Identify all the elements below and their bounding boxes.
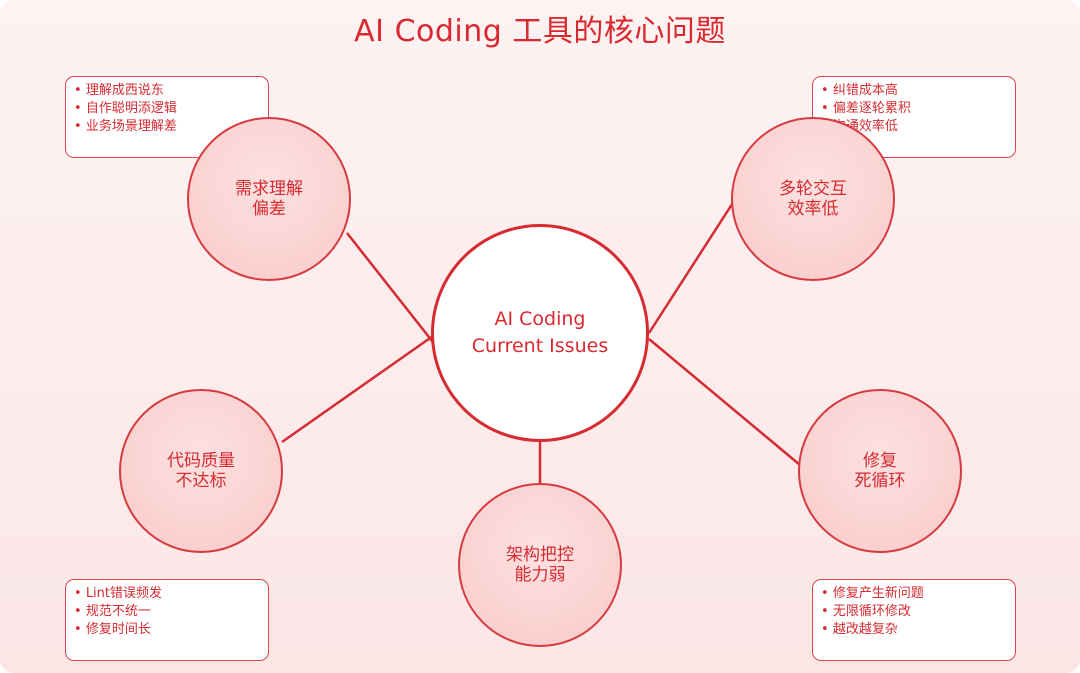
note-item: Lint错误频发: [74, 585, 260, 603]
note-loop: 修复产生新问题 无限循环修改 越改越复杂: [812, 579, 1016, 661]
node-requirements: 需求理解 偏差: [187, 117, 351, 281]
diagram-title: AI Coding 工具的核心问题: [354, 14, 726, 49]
node-architecture: 架构把控 能力弱: [458, 483, 622, 647]
node-label: 多轮交互: [779, 179, 847, 199]
note-item: 修复产生新问题: [821, 585, 1007, 603]
note-item: 自作聪明添逻辑: [74, 100, 260, 118]
node-label: 偏差: [252, 199, 286, 219]
note-item: 无限循环修改: [821, 603, 1007, 621]
node-label: 不达标: [175, 471, 227, 491]
note-item: 修复时间长: [74, 621, 260, 639]
node-quality: 代码质量 不达标: [119, 389, 283, 553]
node-label: 能力弱: [514, 565, 566, 585]
note-item: 纠错成本高: [821, 82, 1007, 100]
note-requirements: 理解成西说东 自作聪明添逻辑 业务场景理解差: [65, 76, 269, 158]
connector-interaction: [647, 197, 738, 334]
note-item: 偏差逐轮累积: [821, 100, 1007, 118]
note-item: 规范不统一: [74, 603, 260, 621]
node-label: 代码质量: [167, 451, 235, 471]
node-loop: 修复 死循环: [798, 389, 962, 553]
center-label: AI Coding: [494, 308, 586, 330]
connector-requirements: [346, 232, 437, 347]
node-label: 修复: [863, 451, 897, 471]
node-label: 死循环: [854, 471, 906, 491]
note-item: 越改越复杂: [821, 621, 1007, 639]
note-item: 业务场景理解差: [74, 118, 260, 136]
node-label: 效率低: [787, 199, 839, 219]
connector-quality: [281, 334, 434, 444]
note-quality: Lint错误频发 规范不统一 修复时间长: [65, 579, 269, 661]
center-node: AI Coding Current Issues: [431, 224, 649, 442]
node-label: 需求理解: [235, 179, 303, 199]
node-interaction: 多轮交互 效率低: [731, 117, 895, 281]
connector-loop: [648, 338, 801, 466]
center-label: Current Issues: [471, 335, 609, 357]
node-label: 架构把控: [506, 545, 574, 565]
note-item: 理解成西说东: [74, 82, 260, 100]
